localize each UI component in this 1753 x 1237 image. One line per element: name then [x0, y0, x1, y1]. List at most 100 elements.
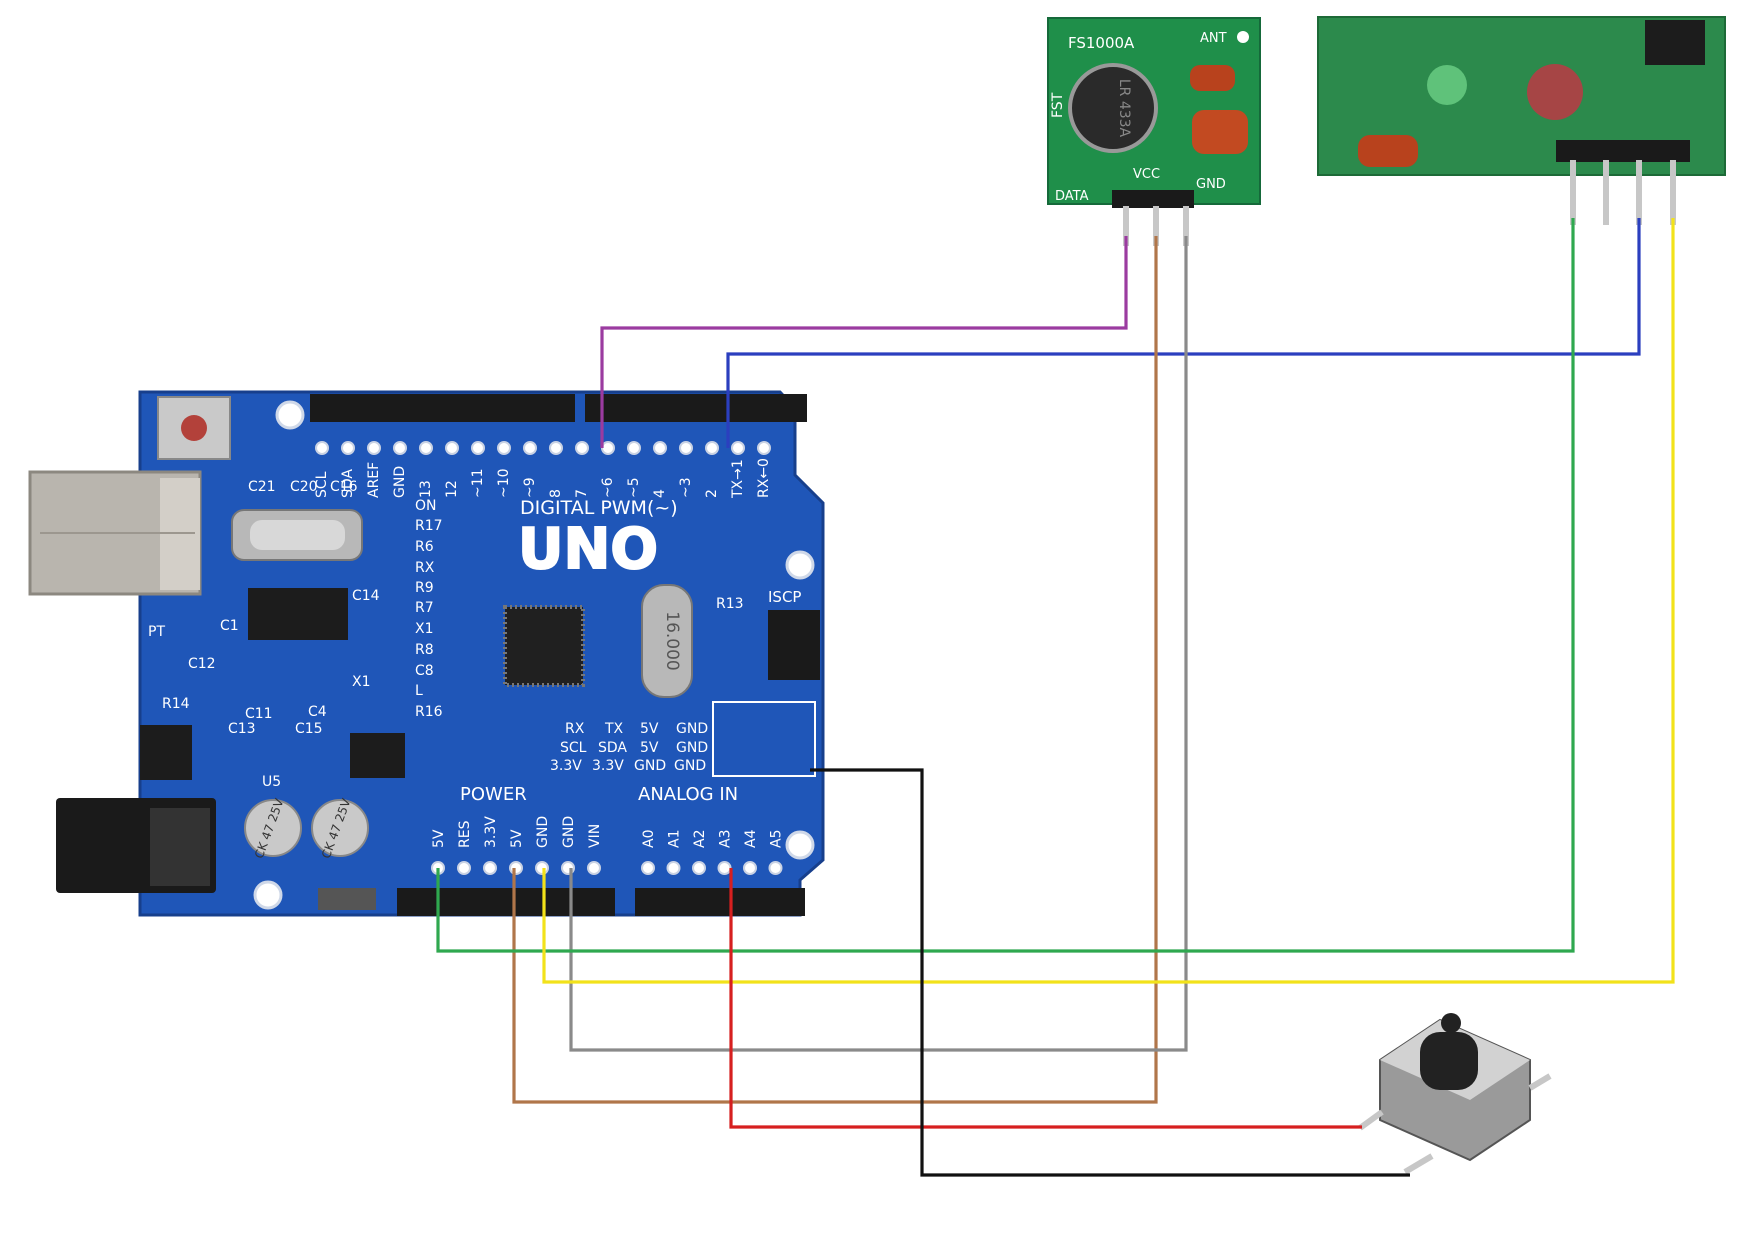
- pin-hole: [419, 441, 433, 455]
- led-labels: ON R17 R6 RX R9 R7 X1 R8 C8 L R16: [415, 498, 443, 720]
- header-row-2: SCL: [560, 740, 587, 756]
- saw-resonator: LR 433A: [1068, 63, 1158, 153]
- button-cap: [1420, 1032, 1478, 1090]
- power-header: [397, 888, 615, 916]
- pin-hole: [509, 861, 523, 875]
- transmitter-pin: [1183, 206, 1189, 246]
- pin-label: A2: [692, 830, 708, 848]
- pin-hole: [341, 441, 355, 455]
- led-label: R9: [415, 580, 434, 596]
- pin-label: GND: [561, 816, 577, 848]
- pin-hole: [653, 441, 667, 455]
- button-nub: [1441, 1013, 1461, 1033]
- mount-hole: [253, 880, 283, 910]
- pin-hole: [445, 441, 459, 455]
- mount-hole: [785, 550, 815, 580]
- pin-label: ~3: [678, 477, 694, 498]
- pin-label: RX←0: [756, 458, 772, 498]
- pin-label: A5: [769, 830, 785, 848]
- led-label: ON: [415, 498, 437, 514]
- component-label: C15: [295, 721, 323, 737]
- pin-label: 5V: [431, 829, 447, 848]
- pin-hole: [601, 441, 615, 455]
- component-label: C11: [245, 706, 273, 722]
- led-label: R16: [415, 704, 443, 720]
- led-label: RX: [415, 560, 435, 576]
- tactile-push-button: [1358, 1013, 1552, 1175]
- crystal-16mhz: 16.000: [641, 584, 693, 698]
- header-row-1: TX: [604, 721, 624, 737]
- regulator-chip: [140, 725, 192, 780]
- dc-barrel-jack: [56, 798, 216, 893]
- resonator-label: LR 433A: [1116, 79, 1132, 138]
- pin-label: 12: [444, 480, 460, 498]
- pin-hole: [679, 441, 693, 455]
- header-row-3: 3.3V: [550, 758, 582, 774]
- wire-purple: [600, 236, 1128, 448]
- uno-logo: UNO: [518, 517, 658, 582]
- pin-hole: [743, 861, 757, 875]
- electrolytic-capacitor: CK 47 25V: [311, 796, 369, 860]
- led-label: R6: [415, 539, 434, 555]
- pin-label: 13: [418, 480, 434, 498]
- pin-label: SDA: [340, 469, 356, 498]
- pin-label: 3.3V: [483, 816, 499, 848]
- pin-label: 4: [652, 489, 668, 498]
- pin-hole: [497, 441, 511, 455]
- button-lead: [1403, 1153, 1434, 1175]
- transmitter-pin-label: GND: [1196, 177, 1226, 192]
- pin-label: 7: [574, 489, 590, 498]
- header-row-2: SDA: [598, 740, 627, 756]
- pin-hole: [641, 861, 655, 875]
- pin-label: GND: [392, 466, 408, 498]
- receiver-coil: [1358, 135, 1418, 167]
- mount-hole: [275, 400, 305, 430]
- pin-label: SCL: [314, 471, 330, 498]
- bottom-pin-holes: [431, 861, 783, 875]
- component-label: C16: [330, 479, 358, 495]
- pin-label: ~5: [626, 477, 642, 498]
- pin-hole: [627, 441, 641, 455]
- pin-hole: [587, 861, 601, 875]
- iscp-header: [768, 610, 820, 680]
- pin-hole: [393, 441, 407, 455]
- transmitter-model-label: FS1000A: [1068, 34, 1135, 52]
- header-row-1: 5V: [640, 721, 659, 737]
- component-label: U5: [262, 774, 281, 790]
- component-label: PT: [148, 624, 165, 640]
- transmitter-coil: [1190, 65, 1248, 154]
- electrolytic-capacitor: CK 47 25V: [244, 796, 302, 860]
- small-chip: [350, 733, 405, 778]
- pin-hole: [535, 861, 549, 875]
- component-label: C4: [308, 704, 327, 720]
- digital-pwm-label: DIGITAL PWM(~): [520, 497, 678, 519]
- digital-header-right: [585, 394, 807, 422]
- wire-gray: [569, 236, 1188, 1052]
- receiver-header: [1556, 140, 1690, 162]
- header-row-3: GND: [674, 758, 706, 774]
- pin-label: RES: [457, 820, 473, 848]
- led-label: R7: [415, 600, 434, 616]
- led-label: L: [415, 683, 423, 699]
- pin-hole: [367, 441, 381, 455]
- transmitter-pin-label: VCC: [1133, 167, 1160, 182]
- pin-hole: [483, 861, 497, 875]
- transmitter-pin: [1123, 206, 1129, 246]
- antenna-pad: [1237, 31, 1249, 43]
- pin-label: TX→1: [730, 459, 746, 499]
- pin-label: 8: [548, 489, 564, 498]
- rf-receiver: [1317, 16, 1726, 225]
- pin-label: ~10: [496, 468, 512, 498]
- pin-label: A4: [743, 829, 759, 848]
- analog-in-label: ANALOG IN: [638, 784, 738, 805]
- reset-button: [181, 415, 207, 441]
- header-pad-grid: [712, 701, 816, 777]
- wire-blue: [726, 218, 1641, 448]
- digital-header-left: [310, 394, 575, 422]
- pin-label: ~6: [600, 477, 616, 498]
- fst-label: FST: [1050, 92, 1066, 118]
- mount-hole: [785, 830, 815, 860]
